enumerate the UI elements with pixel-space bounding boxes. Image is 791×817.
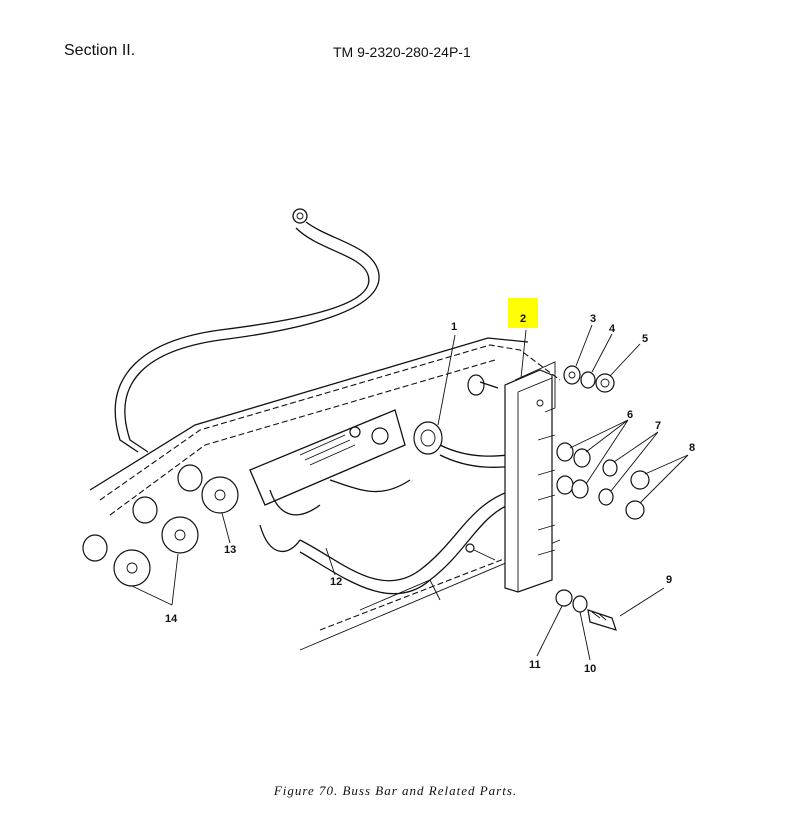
ground-cable [114, 208, 380, 453]
tm-number: TM 9-2320-280-24P-1 [333, 44, 471, 60]
callout-12: 12 [330, 576, 342, 588]
grommets-13 [177, 464, 239, 514]
callout-13: 13 [224, 544, 236, 556]
hardware-9-10-11 [555, 589, 617, 631]
hardware-7-8 [598, 459, 650, 520]
hardware-6 [556, 442, 591, 499]
grommets-14 [82, 496, 199, 587]
hardware-3-4-5 [563, 365, 615, 393]
callout-labels: 1 2 3 4 5 6 7 8 9 10 11 12 13 14 [165, 313, 695, 675]
leader-lines [131, 324, 689, 661]
callout-7: 7 [655, 420, 661, 432]
cable-12 [259, 487, 523, 595]
buss-bar [504, 361, 556, 593]
callout-8: 8 [689, 442, 695, 454]
callout-10: 10 [584, 663, 596, 675]
callout-14: 14 [165, 613, 178, 625]
callout-4: 4 [609, 323, 616, 335]
figure-caption: Figure 70. Buss Bar and Related Parts. [273, 783, 518, 798]
callout-3: 3 [590, 313, 596, 325]
callout-2: 2 [520, 313, 526, 325]
section-label: Section II. [64, 42, 136, 59]
callout-6: 6 [627, 409, 633, 421]
callout-1: 1 [451, 321, 457, 333]
callout-5: 5 [642, 333, 648, 345]
callout-11: 11 [529, 659, 541, 671]
callout-9: 9 [666, 574, 672, 586]
callout-highlight [508, 298, 538, 328]
mounting-screw [465, 374, 499, 561]
terminal-board [249, 409, 411, 516]
